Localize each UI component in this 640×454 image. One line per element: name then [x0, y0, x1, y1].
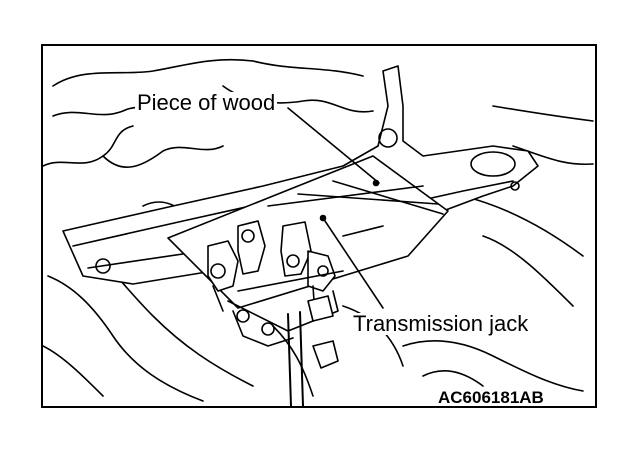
leader-line-wood: [287, 107, 380, 184]
drivetrain-line-drawing: [43, 58, 594, 406]
figure-code: AC606181AB: [438, 388, 544, 407]
illustration-frame: Piece of wood Transmission jack AC606181…: [41, 44, 597, 408]
transmission-jack: [207, 220, 344, 406]
piece-of-wood-label: Piece of wood: [135, 90, 278, 115]
transmission-jack-label: Transmission jack: [351, 311, 531, 336]
leader-line-jack: [322, 217, 384, 309]
